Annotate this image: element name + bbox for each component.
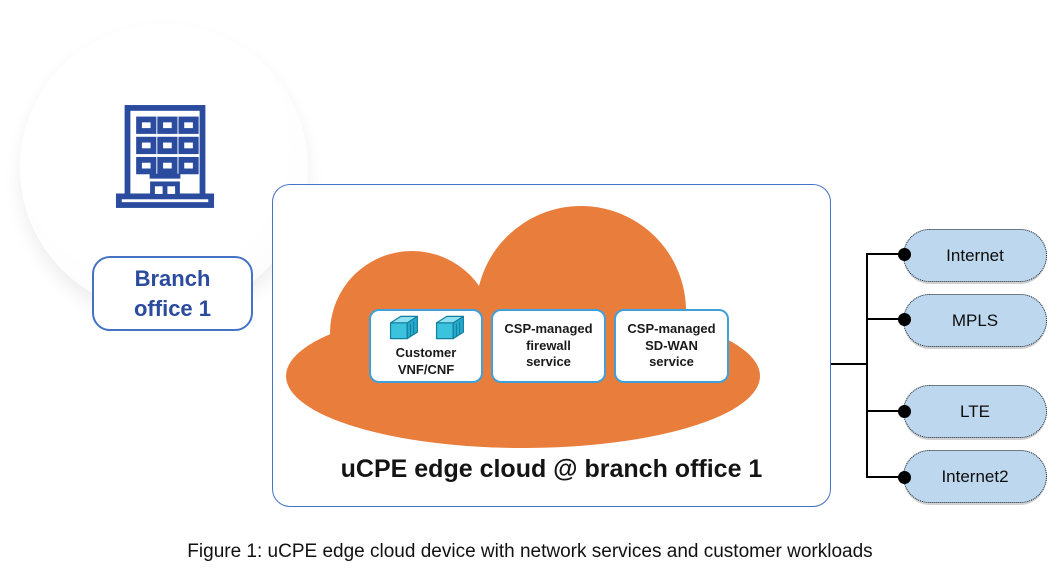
service-label-line: CSP-managed (627, 320, 716, 336)
network-pill-internet2: Internet2 (903, 450, 1047, 503)
building-icon (115, 102, 215, 210)
connector-stub-lte (867, 410, 904, 412)
service-label-line: Customer (395, 345, 457, 361)
connector-dot (898, 313, 911, 326)
connector-trunk-line (831, 363, 867, 365)
network-pill-label: Internet2 (941, 466, 1009, 486)
network-pill-lte: LTE (903, 385, 1047, 438)
branch-label-line2: office 1 (133, 295, 212, 321)
connector-vertical-line (866, 253, 868, 478)
service-box-sdwan: CSP-managed SD-WAN service (614, 309, 729, 383)
figure-caption: Figure 1: uCPE edge cloud device with ne… (187, 541, 873, 562)
connector-stub-mpls (867, 318, 904, 320)
service-label-line: service (526, 354, 571, 370)
connector-stub-internet2 (867, 476, 904, 478)
network-pill-label: MPLS (951, 310, 999, 330)
service-box-firewall: CSP-managed firewall service (491, 309, 606, 383)
connector-dot (898, 405, 911, 418)
branch-label-line1: Branch (134, 265, 211, 291)
device-title: uCPE edge cloud @ branch office 1 (340, 455, 763, 483)
service-label-line: firewall (526, 337, 571, 353)
network-pill-label: LTE (960, 401, 990, 421)
service-label-line: service (649, 354, 694, 370)
container-icons (385, 313, 468, 342)
branch-office-label: Branch office 1 (92, 256, 253, 331)
connector-dot (898, 471, 911, 484)
service-label-line: CSP-managed (504, 320, 593, 336)
ucpe-device-box: Customer VNF/CNF CSP-managed firewall se… (272, 184, 831, 507)
network-pill-mpls: MPLS (903, 294, 1047, 347)
connector-dot (898, 248, 911, 261)
network-pill-label: Internet (946, 245, 1004, 265)
service-box-customer-vnf: Customer VNF/CNF (369, 309, 483, 383)
connector-stub-internet (867, 253, 904, 255)
service-label-line: VNF/CNF (397, 362, 455, 377)
container-icon (435, 315, 464, 340)
container-icon (389, 315, 418, 340)
service-label-line: SD-WAN (645, 337, 698, 353)
network-pill-internet: Internet (903, 229, 1047, 282)
